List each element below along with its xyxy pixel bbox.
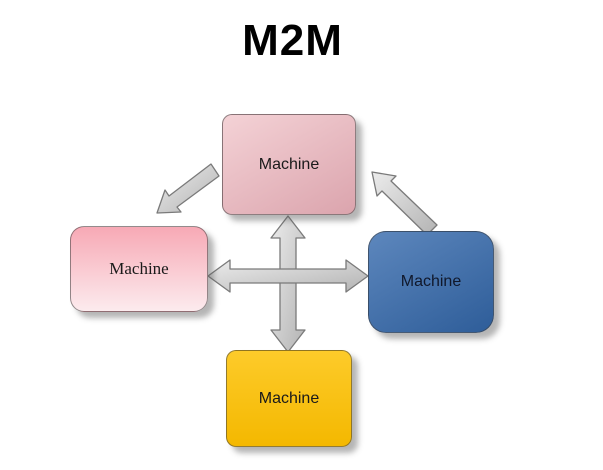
machine-node-top-label: Machine <box>258 155 320 173</box>
arrow-top-to-left-icon <box>156 163 220 214</box>
machine-node-left-label: Machine <box>109 259 169 278</box>
machine-node-top: Machine <box>222 114 356 215</box>
machine-node-bottom: Machine <box>226 350 352 447</box>
arrow-right-to-top-icon <box>371 171 438 236</box>
arrow-vertical-bidirectional-icon <box>270 215 306 353</box>
machine-node-right-label: Machine <box>400 273 462 290</box>
machine-node-bottom-label: Machine <box>258 389 320 407</box>
machine-node-left: Machine <box>70 226 208 312</box>
machine-node-right: Machine <box>368 231 494 333</box>
diagram-title: M2M <box>242 16 343 65</box>
